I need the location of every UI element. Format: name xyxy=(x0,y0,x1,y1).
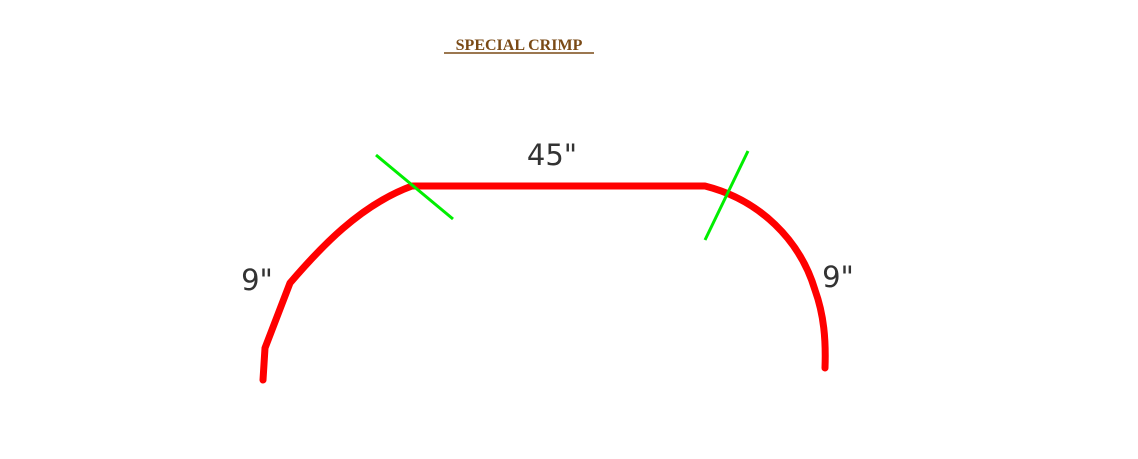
top-length-label: 45" xyxy=(527,138,577,172)
left-arc-label: 9" xyxy=(241,263,273,297)
right-break-mark xyxy=(703,150,750,241)
diagram-title: SPECIAL CRIMP xyxy=(456,37,583,54)
left-break-mark xyxy=(375,153,454,221)
right-arc-label: 9" xyxy=(822,260,854,294)
crimp-profile-line xyxy=(259,182,829,384)
